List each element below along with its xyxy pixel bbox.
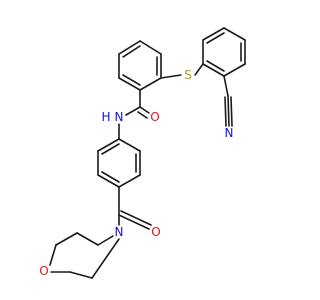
atom-background [112,225,126,239]
bond [202,27,225,41]
atom-background [148,110,162,124]
bond [137,111,148,119]
bond [160,74,182,79]
atom-label-n_cn: N [225,126,234,140]
bond [118,214,150,230]
atom-label-nh: N [115,110,124,124]
atom-label-s: S [184,68,192,82]
atom-label-o_amide: O [150,110,159,124]
bond [223,63,246,77]
bond [120,210,152,226]
bond [76,232,99,246]
bond [223,27,246,41]
bond [118,40,141,55]
atom-label-h_amide: H [101,110,110,124]
bond [206,60,225,72]
bond [206,32,225,44]
bond [223,75,229,97]
bond [125,106,141,116]
atom-background [37,264,51,278]
bond [118,77,141,91]
bond [139,106,150,114]
atom-background [181,68,195,82]
atom-background [149,225,163,239]
bond [91,238,120,279]
atom-label-o_morph: O [39,264,48,278]
bond [202,63,225,77]
bond [97,138,120,152]
bond-lines [49,27,246,279]
bond [101,143,120,155]
bond [122,45,141,58]
bond [97,174,120,188]
bond [69,271,93,279]
bond [49,244,57,266]
bond [118,138,141,152]
bond [118,174,141,188]
bond [55,232,78,246]
atom-background [112,110,126,124]
atom-label-o_carbonyl2: O [151,225,160,239]
bond [97,235,114,246]
bond [122,74,141,86]
bond [224,96,227,127]
bond [139,77,162,91]
bond [230,96,233,127]
bond [139,40,162,55]
bond [194,63,204,76]
bond [101,171,120,183]
atom-label-n_morph: N [115,225,124,239]
bond [227,95,230,127]
atom-background [99,110,113,124]
atom-background [222,126,236,140]
